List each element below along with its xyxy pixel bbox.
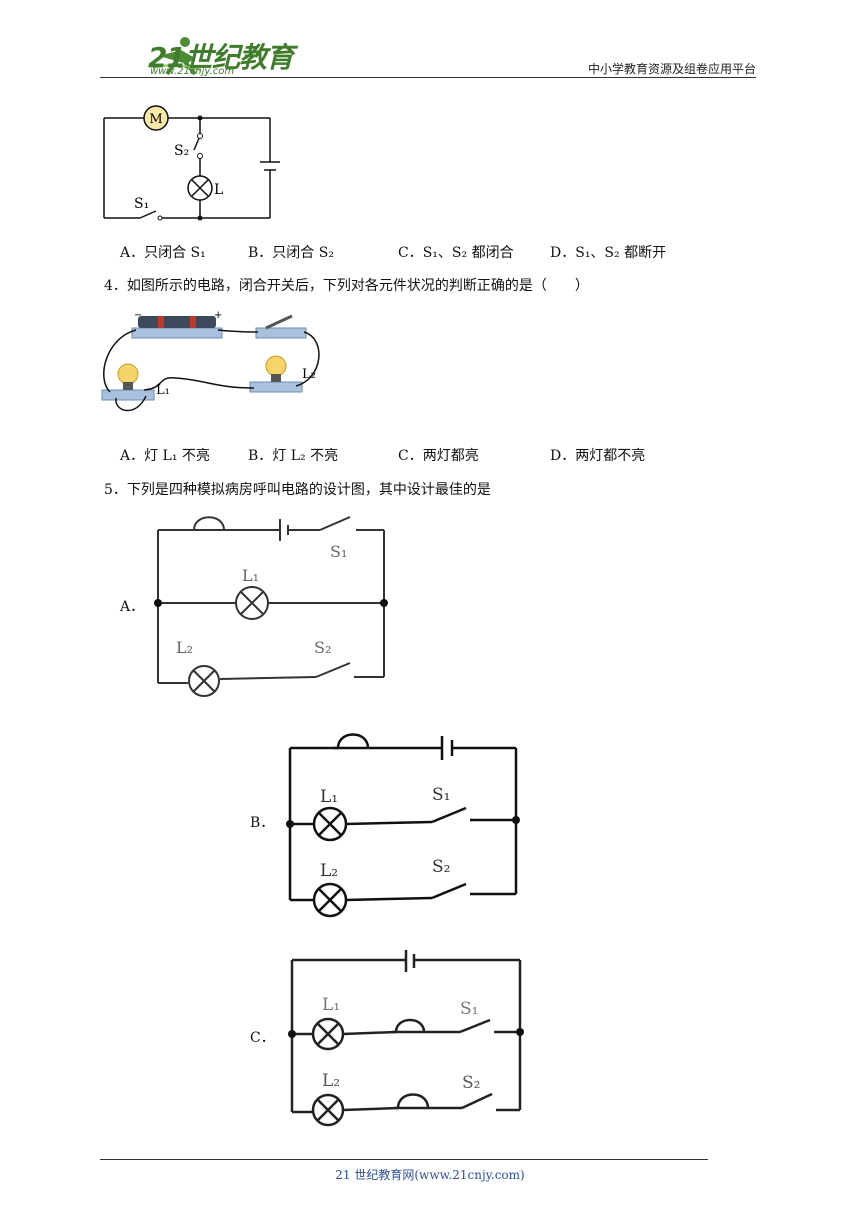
q3-option-a[interactable]: A．只闭合 S₁	[120, 245, 206, 261]
q5-option-c-circuit: L₁ S₁ L₂ S₂	[288, 950, 524, 1127]
c-l2-label: L₂	[322, 1071, 340, 1091]
b-s2-label: S₂	[432, 857, 450, 877]
lamp-label: L	[214, 182, 223, 198]
c-s2-label: S₂	[462, 1073, 480, 1093]
c-l1-label: L₁	[322, 995, 340, 1015]
q5-option-b-circuit: L₁ S₁ L₂ S₂	[286, 733, 520, 918]
battery-plus-label: +	[214, 310, 222, 321]
logo-text: 21世纪教育	[148, 41, 294, 74]
q3-option-c[interactable]: C．S₁、S₂ 都闭合	[398, 245, 514, 261]
b-s1-label: S₁	[432, 785, 450, 805]
logo-url: www.21cnjy.com	[150, 66, 235, 77]
a-l1-label: L₁	[242, 566, 259, 585]
c-s1-label: S₁	[460, 999, 478, 1019]
q4-option-b[interactable]: B．灯 L₂ 不亮	[248, 448, 339, 464]
q4-stem: 4．如图所示的电路，闭合开关后，下列对各元件状况的判断正确的是（ ）	[104, 278, 589, 294]
l1-label: L₁	[156, 383, 170, 398]
motor-label: M	[149, 112, 162, 127]
q5-stem: 5．下列是四种模拟病房呼叫电路的设计图，其中设计最佳的是	[104, 482, 491, 498]
site-logo	[152, 37, 202, 76]
q5-option-a-circuit: S₁ L₁ L₂ S₂	[154, 516, 388, 697]
a-s1-label: S₁	[330, 542, 347, 561]
battery-minus-label: −	[134, 310, 142, 321]
a-s2-label: S₂	[314, 638, 331, 657]
l2-label: L₂	[302, 367, 316, 382]
q4-physical-circuit: − + L₁ L₂	[101, 310, 320, 412]
s1-label: S₁	[134, 196, 149, 212]
b-l1-label: L₁	[320, 787, 338, 807]
q4-option-d[interactable]: D．两灯都不亮	[550, 448, 646, 464]
footer-divider	[100, 1159, 708, 1160]
footer-link[interactable]: 21 世纪教育网(www.21cnjy.com)	[335, 1168, 525, 1182]
b-l2-label: L₂	[320, 861, 338, 881]
q3-option-d[interactable]: D．S₁、S₂ 都断开	[550, 245, 667, 261]
header-divider	[100, 77, 756, 78]
q4-option-a[interactable]: A．灯 L₁ 不亮	[120, 448, 210, 464]
q5-option-c-label[interactable]: C．	[250, 1030, 275, 1046]
platform-name: 中小学教育资源及组卷应用平台	[587, 62, 756, 76]
a-l2-label: L₂	[176, 638, 193, 657]
q3-option-b[interactable]: B．只闭合 S₂	[248, 245, 334, 261]
s2-label: S₂	[174, 143, 189, 159]
q5-option-b-label[interactable]: B．	[250, 815, 275, 831]
q4-option-c[interactable]: C．两灯都亮	[398, 448, 479, 464]
q3-circuit-diagram: M S₂ L S₁	[103, 105, 280, 221]
q5-option-a-label[interactable]: A．	[120, 599, 145, 615]
